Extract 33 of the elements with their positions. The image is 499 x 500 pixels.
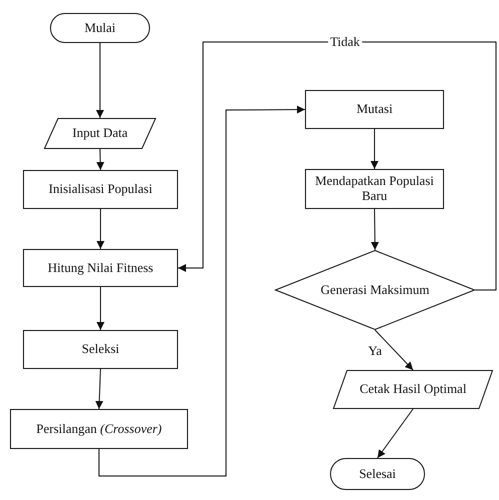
arrow xyxy=(96,148,104,170)
node-label: Mutasi xyxy=(356,102,393,117)
edge-label: Ya xyxy=(366,344,384,358)
node-label: Mendapatkan Populasi Baru xyxy=(314,174,435,204)
arrow xyxy=(374,330,414,370)
process-box xyxy=(305,169,444,209)
node-label: Generasi Maksimum xyxy=(320,282,430,298)
arrow xyxy=(95,368,104,410)
process-box xyxy=(10,409,188,449)
input-output-parallelogram xyxy=(44,118,156,149)
node-label: Hitung Nilai Fitness xyxy=(48,260,154,276)
process-box xyxy=(23,249,178,287)
decision-diamond xyxy=(275,250,475,330)
process-box xyxy=(23,170,178,209)
node-label: Persilangan (Crossover) xyxy=(36,422,162,436)
node-label: Seleksi xyxy=(82,342,120,357)
node-label: Inisialisasi Populasi xyxy=(48,182,152,197)
node-label: Selesai xyxy=(359,466,396,482)
input-output-parallelogram xyxy=(333,370,493,409)
arrow xyxy=(370,128,378,170)
arrow xyxy=(370,208,379,250)
arrow xyxy=(96,208,104,250)
arrow xyxy=(178,42,496,290)
process-box xyxy=(23,330,178,369)
arrow xyxy=(96,42,104,118)
process-box xyxy=(305,90,444,129)
arrow xyxy=(377,408,414,458)
arrow xyxy=(98,106,306,476)
node-label: Cetak Hasil Optimal xyxy=(360,382,466,397)
edge-label: Tidak xyxy=(328,34,362,50)
node-label: Input Data xyxy=(72,126,128,141)
arrow xyxy=(96,286,104,330)
node-label: Mulai xyxy=(84,20,116,36)
